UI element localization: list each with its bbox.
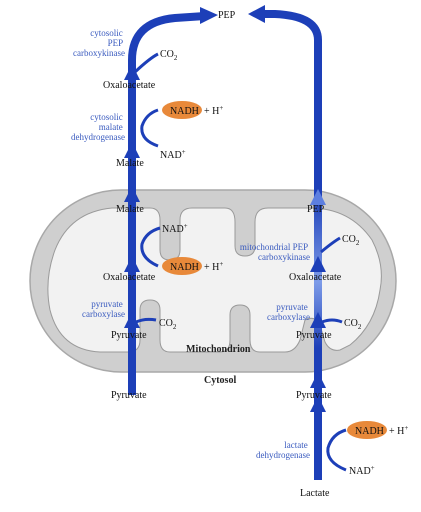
co2-top-left: CO2 bbox=[160, 49, 178, 62]
label-pep-mito: PEP bbox=[307, 204, 325, 215]
enzyme-cytosolic-pepck: cytosolic PEP carboxykinase bbox=[73, 28, 125, 58]
nad-lactate: NAD+ bbox=[349, 464, 375, 477]
nadh-text-lactate: NADH bbox=[355, 426, 384, 437]
label-oxaloacetate-cyt: Oxaloacetate bbox=[103, 80, 156, 91]
nadh-oval-mito bbox=[162, 257, 202, 275]
label-pep-top: PEP bbox=[218, 10, 236, 21]
co2-release-curve-top bbox=[133, 52, 159, 74]
co2-release-curve-right bbox=[320, 236, 341, 254]
label-pyruvate-mito-right: Pyruvate bbox=[296, 330, 332, 341]
h-plus-lactate: + H+ bbox=[389, 424, 408, 437]
enzyme-pyruvate-carboxylase-right: pyruvate carboxylase bbox=[267, 302, 310, 322]
right-arrowhead-oxaloacetate-mito bbox=[310, 256, 326, 272]
left-arrowhead-oxaloacetate-mito bbox=[124, 256, 140, 272]
label-oxaloacetate-mito-right: Oxaloacetate bbox=[289, 272, 342, 283]
nad-mito: NAD+ bbox=[162, 222, 188, 235]
label-malate-mito: Malate bbox=[116, 204, 144, 215]
label-pyruvate-cyt-left: Pyruvate bbox=[111, 390, 147, 401]
label-mitochondrion: Mitochondrion bbox=[186, 344, 251, 355]
co2-curve-right bbox=[321, 318, 343, 324]
right-arrowhead-pep-mito bbox=[310, 189, 326, 205]
nadh-curve-lactate bbox=[326, 428, 347, 472]
label-lactate: Lactate bbox=[300, 488, 330, 499]
label-pyruvate-cyt-right: Pyruvate bbox=[296, 390, 332, 401]
co2-left: CO2 bbox=[159, 318, 177, 331]
enzyme-pyruvate-carboxylase-left: pyruvate carboxylase bbox=[82, 299, 125, 319]
left-arrowhead-malate-cyt bbox=[124, 142, 140, 158]
left-arrowhead-pyruvate-mito bbox=[124, 312, 140, 328]
left-to-pep-arrow bbox=[128, 12, 206, 61]
nadh-curve-cyt bbox=[140, 108, 159, 148]
nadh-oval-lactate bbox=[347, 421, 387, 439]
left-pathway-shaft bbox=[128, 60, 136, 395]
right-to-pep-arrow bbox=[262, 10, 322, 41]
right-arrowhead-pyruvate-cyt bbox=[310, 372, 326, 388]
right-arrowhead-pyruvate-mito bbox=[310, 312, 326, 328]
co2-curve-left bbox=[135, 317, 157, 324]
left-arrowhead-malate-mito bbox=[124, 186, 140, 202]
nadh-text-mito: NADH bbox=[170, 262, 199, 273]
label-oxaloacetate-mito-left: Oxaloacetate bbox=[103, 272, 156, 283]
label-malate-cyt: Malate bbox=[116, 158, 144, 169]
nad-curve-mito bbox=[140, 226, 161, 268]
left-to-pep-arrowhead bbox=[200, 7, 218, 24]
enzyme-lactate-dh: lactate dehydrogenase bbox=[256, 440, 310, 460]
nadh-text-cyt: NADH bbox=[170, 106, 199, 117]
right-to-pep-arrowhead bbox=[248, 5, 265, 23]
enzyme-cytosolic-mdh: cytosolic malate dehydrogenase bbox=[71, 112, 125, 142]
h-plus-mito: + H+ bbox=[204, 260, 223, 273]
co2-right: CO2 bbox=[344, 318, 362, 331]
left-arrowhead-oxaloacetate bbox=[124, 64, 140, 80]
right-arrowhead-lactate-to-pyruvate bbox=[310, 396, 326, 412]
enzyme-mito-pepck: mitochondrial PEP carboxykinase bbox=[240, 242, 310, 262]
label-pyruvate-mito-left: Pyruvate bbox=[111, 330, 147, 341]
label-cytosol: Cytosol bbox=[204, 375, 236, 386]
co2-right-top: CO2 bbox=[342, 234, 360, 247]
h-plus-cyt: + H+ bbox=[204, 104, 223, 117]
nadh-oval-cyt bbox=[162, 101, 202, 119]
nad-cyt: NAD+ bbox=[160, 148, 186, 161]
